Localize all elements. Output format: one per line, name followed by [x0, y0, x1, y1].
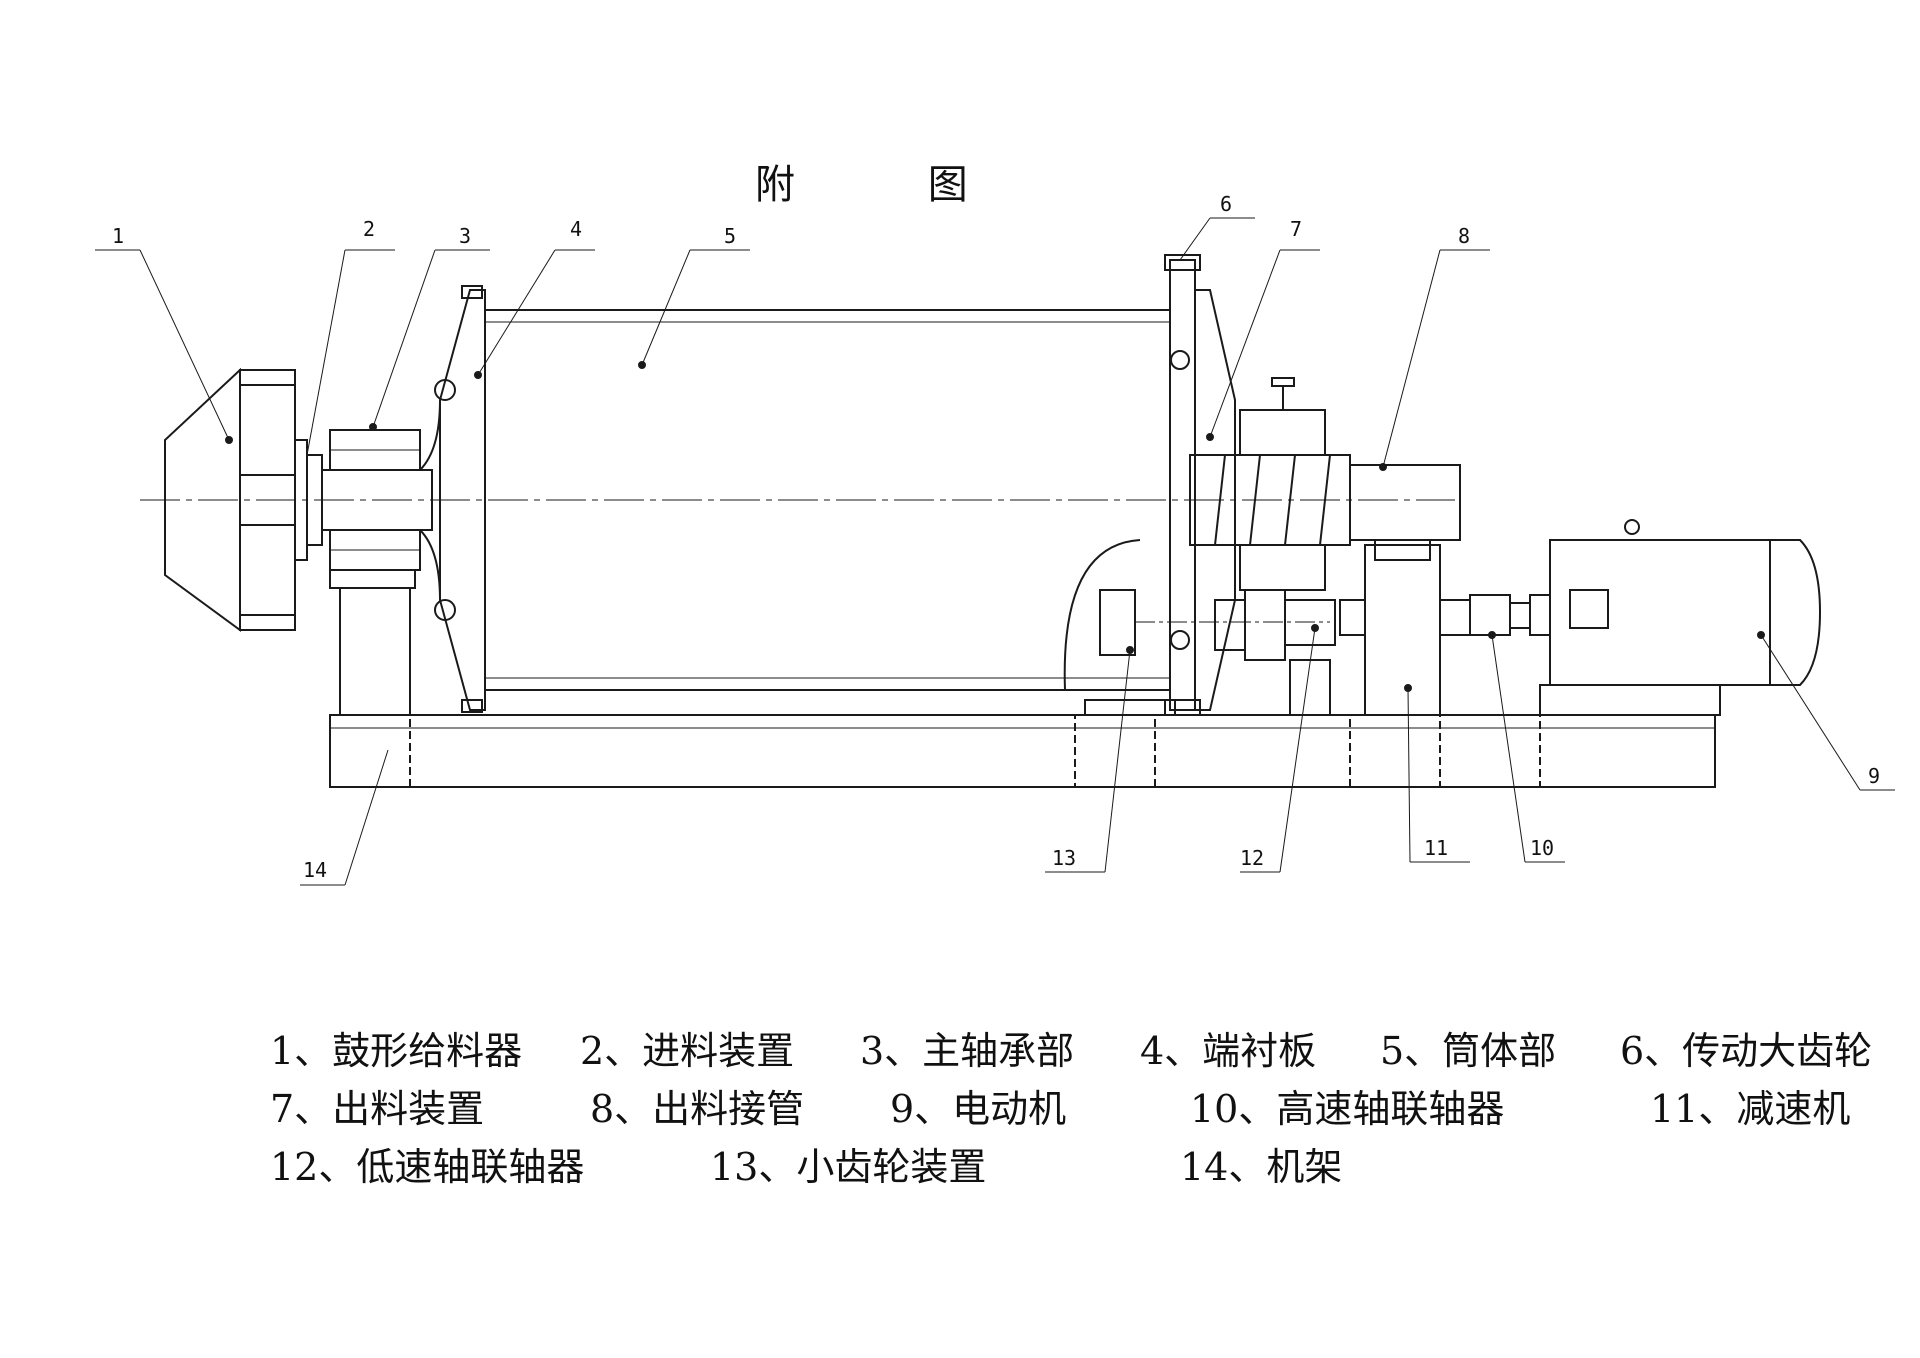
legend-item: 10、高速轴联轴器 — [1190, 1087, 1505, 1131]
discharge-pipe — [1349, 463, 1461, 541]
feed-end-head — [419, 285, 486, 713]
legend-item: 11、减速机 — [1650, 1087, 1851, 1131]
legend-row: 12、低速轴联轴器 13、小齿轮装置 14、机架 — [270, 1136, 1870, 1194]
callout-5: 5 — [724, 224, 736, 248]
motor — [1529, 519, 1822, 716]
legend-item: 4、端衬板 — [1140, 1029, 1317, 1073]
frame-base — [329, 714, 1716, 788]
reducer — [1339, 539, 1471, 716]
legend-item: 2、进料装置 — [580, 1029, 795, 1073]
parts-legend: 1、鼓形给料器 2、进料装置 3、主轴承部 4、端衬板 5、筒体部 6、传动大齿… — [270, 1020, 1873, 1194]
drawing-title: 附 图 — [755, 162, 1028, 208]
callout-4: 4 — [570, 217, 582, 241]
callout-1: 1 — [112, 224, 124, 248]
main-bearing — [329, 423, 421, 716]
callout-11: 11 — [1424, 836, 1448, 860]
callout-7: 7 — [1290, 217, 1302, 241]
legend-item: 8、出料接管 — [590, 1087, 805, 1131]
callout-2: 2 — [363, 217, 375, 241]
legend-row: 1、鼓形给料器 2、进料装置 3、主轴承部 4、端衬板 5、筒体部 6、传动大齿… — [270, 1020, 1873, 1078]
legend-item: 12、低速轴联轴器 — [270, 1145, 585, 1189]
legend-item: 14、机架 — [1180, 1145, 1343, 1189]
legend-item: 3、主轴承部 — [860, 1029, 1075, 1073]
legend-row: 7、出料装置 8、出料接管 9、电动机 10、高速轴联轴器 11、减速机 — [270, 1078, 1870, 1136]
callout-3: 3 — [459, 224, 471, 248]
large-drive-gear — [1164, 254, 1236, 716]
leader-lines — [95, 217, 1895, 886]
legend-item: 1、鼓形给料器 — [270, 1029, 523, 1073]
discharge-device — [1189, 377, 1351, 591]
callout-10: 10 — [1530, 836, 1554, 860]
legend-item: 7、出料装置 — [270, 1087, 485, 1131]
legend-item: 9、电动机 — [890, 1087, 1067, 1131]
callout-12: 12 — [1240, 846, 1264, 870]
callout-labels: 1 2 3 4 5 6 7 8 9 10 11 12 13 14 — [112, 192, 1880, 882]
callout-13: 13 — [1052, 846, 1076, 870]
callout-14: 14 — [303, 858, 327, 882]
legend-item: 5、筒体部 — [1380, 1029, 1557, 1073]
low-speed-coupling — [1244, 589, 1336, 716]
legend-item: 13、小齿轮装置 — [710, 1145, 987, 1189]
callout-9: 9 — [1868, 764, 1880, 788]
callout-6: 6 — [1220, 192, 1232, 216]
callout-8: 8 — [1458, 224, 1470, 248]
legend-item: 6、传动大齿轮 — [1620, 1029, 1873, 1073]
high-speed-coupling — [1469, 594, 1531, 639]
